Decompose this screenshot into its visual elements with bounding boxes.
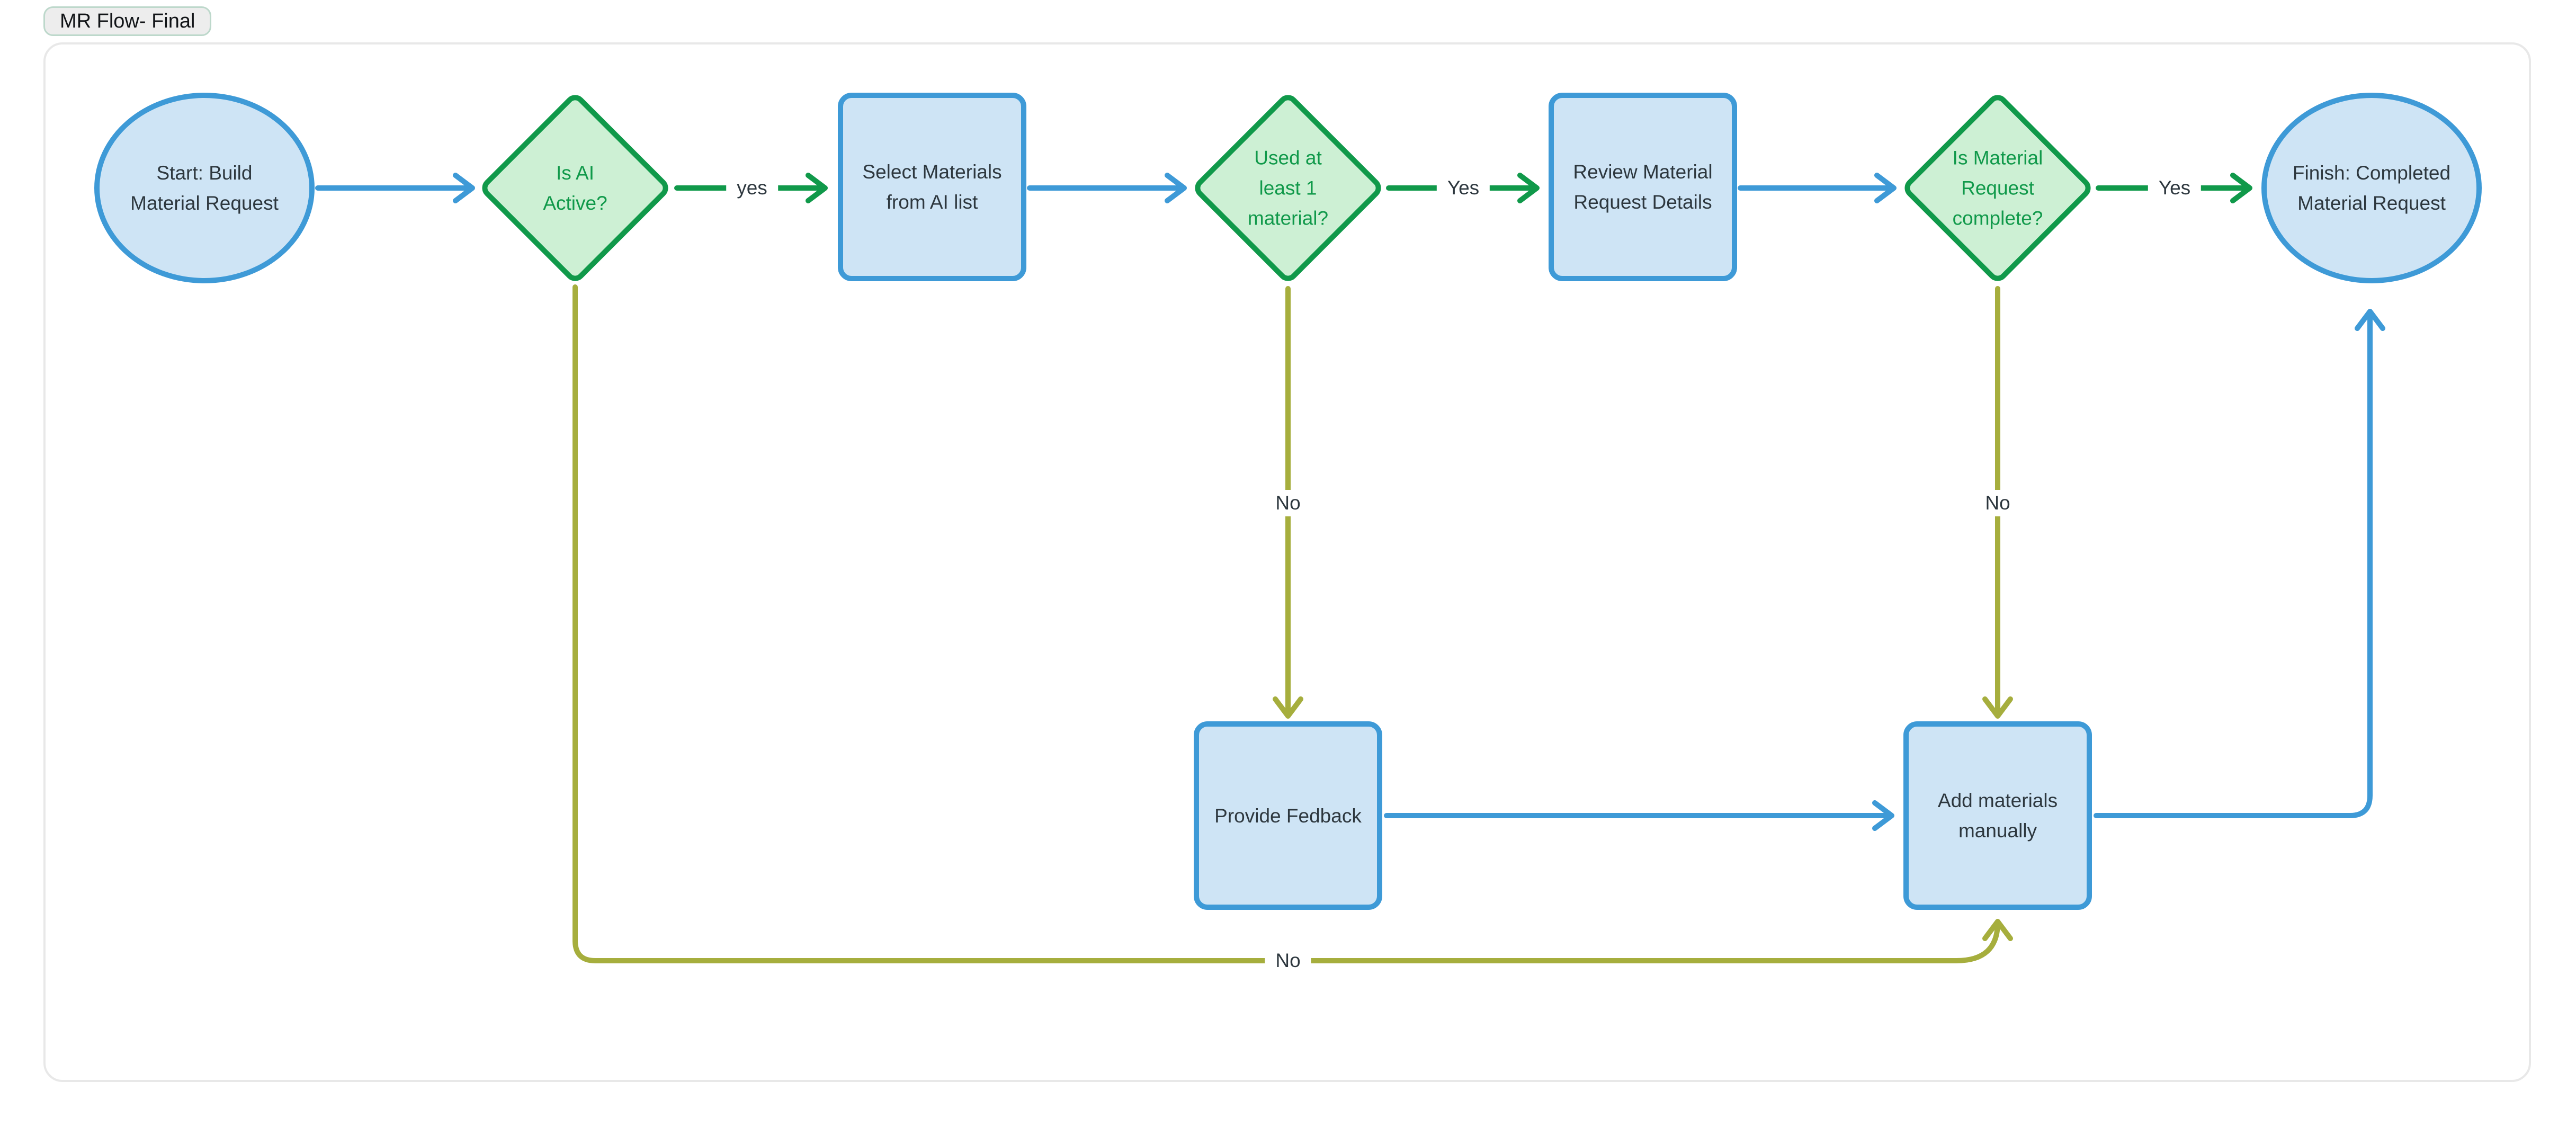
diagram-title: MR Flow- Final <box>60 10 195 32</box>
node-used-material-label: Used at least 1 material? <box>1247 147 1329 229</box>
edge-add-manually-to-finish[interactable] <box>2094 309 2385 818</box>
edge-is-ai-active-no-to-add-manually[interactable] <box>573 284 2013 963</box>
node-finish[interactable]: Finish: Completed Material Request <box>2261 93 2482 283</box>
node-add-manually[interactable]: Add materials manually <box>1903 721 2092 910</box>
node-add-manually-label: Add materials manually <box>1937 790 2058 842</box>
diagram-title-tab[interactable]: MR Flow- Final <box>43 6 212 36</box>
node-review-details-label: Review Material Request Details <box>1573 161 1713 213</box>
node-select-materials-label: Select Materials from AI list <box>862 161 1002 213</box>
node-start-label: Start: Build Material Request <box>130 162 279 214</box>
node-start[interactable]: Start: Build Material Request <box>94 93 315 283</box>
node-select-materials[interactable]: Select Materials from AI list <box>838 93 1026 281</box>
node-review-details[interactable]: Review Material Request Details <box>1549 93 1737 281</box>
node-provide-feedback[interactable]: Provide Fedback <box>1194 721 1382 910</box>
edge-label-ai-yes: yes <box>726 175 778 201</box>
edge-label-used-no: No <box>1265 490 1311 516</box>
node-provide-feedback-label: Provide Fedback <box>1214 804 1362 827</box>
node-finish-label: Finish: Completed Material Request <box>2292 162 2451 214</box>
edge-label-complete-yes: Yes <box>2148 175 2202 201</box>
edge-label-used-yes: Yes <box>1436 175 1490 201</box>
node-is-ai-active-label: Is AI Active? <box>543 162 607 214</box>
edge-label-ai-no: No <box>1265 947 1311 974</box>
node-is-complete-label: Is Material Request complete? <box>1952 147 2043 229</box>
edge-label-complete-no: No <box>1974 490 2021 516</box>
